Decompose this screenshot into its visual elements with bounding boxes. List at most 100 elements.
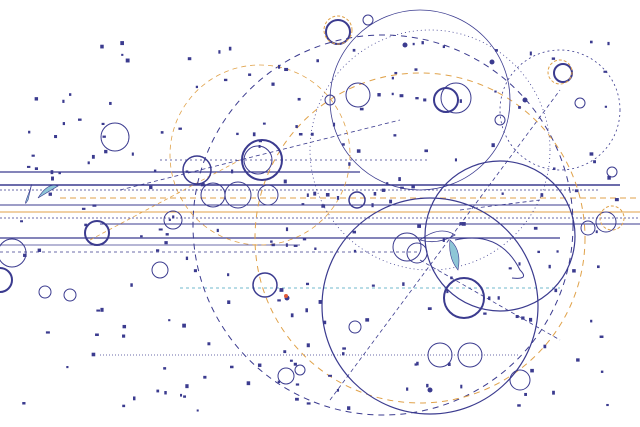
dot — [595, 230, 598, 234]
dot — [371, 203, 374, 208]
diagonal-line — [89, 159, 241, 241]
dot — [348, 162, 351, 166]
small-circle — [443, 277, 485, 319]
dot — [168, 218, 171, 221]
dot — [45, 331, 50, 334]
dot — [172, 215, 175, 219]
dot — [297, 97, 301, 101]
small-circle — [243, 145, 273, 175]
small-circle — [348, 191, 366, 209]
diagonal-line — [119, 119, 401, 191]
accent-circle — [323, 15, 353, 45]
dot — [216, 228, 219, 233]
dot — [236, 132, 239, 136]
small-circle — [0, 238, 27, 268]
dot — [306, 343, 310, 348]
dot — [494, 49, 498, 52]
small-circle — [100, 122, 130, 152]
orbit-circle — [254, 72, 586, 404]
dot — [100, 44, 104, 49]
dot — [187, 57, 192, 61]
dot — [168, 319, 171, 322]
accent-circle — [547, 59, 573, 85]
dot — [314, 247, 317, 250]
dot — [321, 204, 326, 208]
dot — [28, 130, 31, 134]
dot — [298, 132, 303, 136]
dot — [109, 101, 112, 105]
curve-path — [454, 237, 525, 279]
dot — [290, 313, 294, 318]
dot — [393, 134, 397, 137]
dot — [600, 370, 604, 373]
dot — [604, 105, 608, 108]
small-circle — [433, 87, 459, 113]
small-circle — [84, 220, 110, 246]
dot — [336, 388, 340, 392]
dot — [371, 284, 375, 287]
dot — [203, 375, 207, 379]
dot — [270, 240, 273, 243]
orbit-circle — [321, 197, 539, 415]
dot — [442, 45, 445, 49]
dot — [164, 391, 167, 395]
dot — [518, 262, 521, 266]
dot — [554, 288, 558, 293]
dot — [424, 149, 429, 153]
dot — [589, 152, 594, 156]
dot — [248, 73, 252, 76]
dot — [411, 184, 415, 189]
dot — [386, 182, 389, 185]
dot — [207, 342, 211, 346]
dot — [54, 135, 58, 139]
dot — [182, 323, 186, 328]
dot — [122, 334, 126, 338]
dot — [398, 177, 401, 182]
dot — [183, 395, 187, 398]
small-circle — [63, 288, 77, 302]
dot — [262, 122, 266, 125]
dot — [156, 389, 160, 393]
dot — [295, 125, 298, 128]
dot — [185, 170, 189, 173]
large-orbits-layer — [169, 9, 621, 416]
dot — [574, 189, 579, 193]
orbit-circle — [329, 9, 511, 191]
dot — [227, 273, 230, 277]
dot — [353, 249, 357, 253]
dot — [529, 51, 532, 56]
small-circle — [252, 272, 278, 298]
dot — [332, 122, 336, 127]
dot — [306, 193, 309, 197]
dot — [102, 135, 106, 138]
dot — [537, 250, 540, 254]
dot — [406, 387, 409, 391]
dot — [488, 296, 491, 300]
dot — [391, 76, 394, 80]
dot — [301, 203, 305, 206]
node-dot — [427, 387, 433, 393]
diagonal-line — [419, 259, 561, 341]
small-circle — [151, 261, 169, 279]
dot — [271, 82, 275, 86]
orbit-circle — [309, 29, 551, 271]
dot — [552, 167, 556, 170]
dot — [101, 122, 105, 126]
dot — [377, 93, 381, 97]
dot — [543, 344, 547, 349]
dot — [603, 70, 608, 73]
dot — [231, 169, 234, 174]
dot — [402, 282, 405, 286]
small-circle — [574, 97, 586, 109]
dot — [289, 359, 293, 362]
leaf-shape — [449, 239, 460, 271]
dot — [417, 224, 422, 228]
dot — [446, 289, 449, 294]
dot — [530, 368, 534, 373]
orbit-circle — [192, 34, 574, 416]
small-circle — [345, 82, 371, 108]
dot — [218, 50, 221, 54]
dot — [95, 333, 99, 337]
accent-circle — [599, 205, 625, 231]
